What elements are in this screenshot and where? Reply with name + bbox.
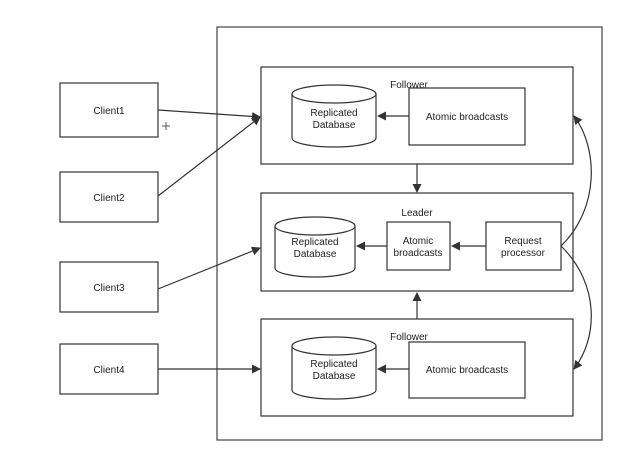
- curved-arrow-leader-to-follower-top: [560, 115, 592, 247]
- client-node-1: Client1: [59, 82, 159, 138]
- client-label-4: Client4: [93, 365, 125, 376]
- request-processor-label-line1: Request: [504, 236, 541, 247]
- database-cylinder-bottom: Replicated Database: [291, 336, 377, 400]
- client-node-2: Client2: [59, 171, 159, 223]
- follower-server-top: Follower Replicated Database Atomic broa…: [260, 66, 574, 165]
- leader-role-label: Leader: [401, 208, 433, 219]
- database-label-middle-line2: Database: [294, 249, 337, 260]
- atomic-broadcast-label-leader-line1: Atomic: [403, 236, 434, 247]
- cursor-crosshair-icon: [162, 122, 170, 130]
- client-label-3: Client3: [93, 283, 125, 294]
- curved-arrow-leader-to-follower-bottom: [560, 245, 592, 370]
- database-cylinder-middle: Replicated Database: [274, 216, 356, 278]
- request-processor-box: Request processor: [485, 221, 562, 271]
- atomic-broadcast-label-top: Atomic broadcasts: [426, 112, 508, 123]
- database-label-bottom-line2: Database: [313, 371, 356, 382]
- arrow-client3-to-leader: [157, 246, 261, 290]
- database-label-top-line2: Database: [313, 120, 356, 131]
- leader-server: Leader Replicated Database Atomic broadc…: [260, 192, 574, 292]
- arrow-client1-to-follower-top: [157, 109, 261, 121]
- follower-bottom-role-label: Follower: [390, 332, 428, 343]
- client-label-1: Client1: [93, 106, 125, 117]
- database-cylinder-top: Replicated Database: [291, 84, 377, 148]
- atomic-broadcast-box-leader: Atomic broadcasts: [386, 221, 451, 271]
- client-node-4: Client4: [59, 343, 159, 395]
- client-label-2: Client2: [93, 193, 125, 204]
- atomic-broadcast-box-top: Atomic broadcasts: [408, 87, 526, 146]
- request-processor-label-line2: processor: [501, 248, 546, 259]
- atomic-broadcast-box-bottom: Atomic broadcasts: [408, 341, 526, 399]
- database-label-top-line1: Replicated: [310, 108, 357, 119]
- follower-server-bottom: Follower Replicated Database Atomic broa…: [260, 318, 574, 417]
- atomic-broadcast-label-bottom: Atomic broadcasts: [426, 365, 508, 376]
- database-label-middle-line1: Replicated: [291, 237, 338, 248]
- atomic-broadcast-label-leader-line2: broadcasts: [394, 248, 443, 259]
- cluster-boundary: [216, 26, 603, 441]
- follower-top-role-label: Follower: [390, 80, 428, 91]
- database-label-bottom-line1: Replicated: [310, 359, 357, 370]
- client-node-3: Client3: [59, 261, 159, 313]
- arrow-client2-to-follower-top: [157, 116, 261, 197]
